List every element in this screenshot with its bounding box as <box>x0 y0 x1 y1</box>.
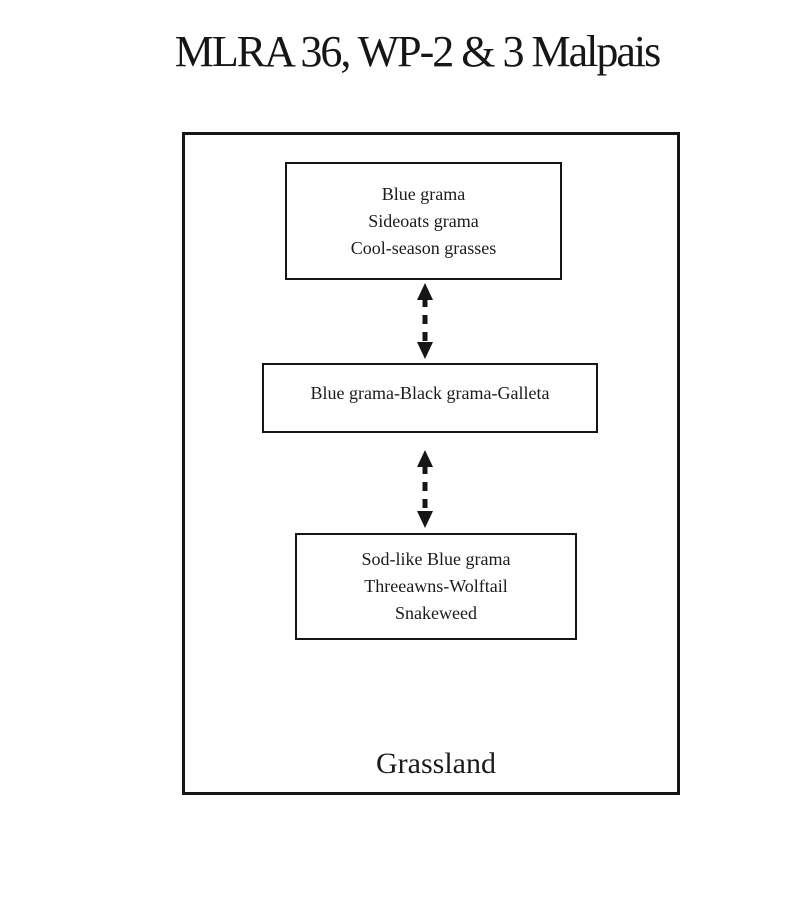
transition-arrow-icon <box>417 283 433 359</box>
grassland-state-container: Blue grama Sideoats grama Cool-season gr… <box>182 132 680 795</box>
transition-arrow-icon <box>417 450 433 528</box>
grassland-label: Grassland <box>376 747 496 780</box>
state-box-line: Sod-like Blue grama <box>361 549 511 569</box>
state-box-sodlike-snakeweed: Sod-like Blue grama Threeawns-Wolftail S… <box>295 533 577 640</box>
state-box-line: Blue grama <box>381 183 466 204</box>
state-box-blue-black-galleta: Blue grama-Black grama-Galleta <box>262 363 598 433</box>
state-box-line: Snakeweed <box>395 603 477 623</box>
state-box-line: Sideoats grama <box>368 210 479 231</box>
state-box-blue-grama-sideoats: Blue grama Sideoats grama Cool-season gr… <box>285 162 562 280</box>
state-box-line: Threeawns-Wolftail <box>364 576 508 596</box>
state-box-line: Blue grama-Black grama-Galleta <box>310 382 550 403</box>
page-title: MLRA 36, WP-2 & 3 Malpais <box>174 27 662 76</box>
state-box-line: Cool-season grasses <box>350 237 497 258</box>
